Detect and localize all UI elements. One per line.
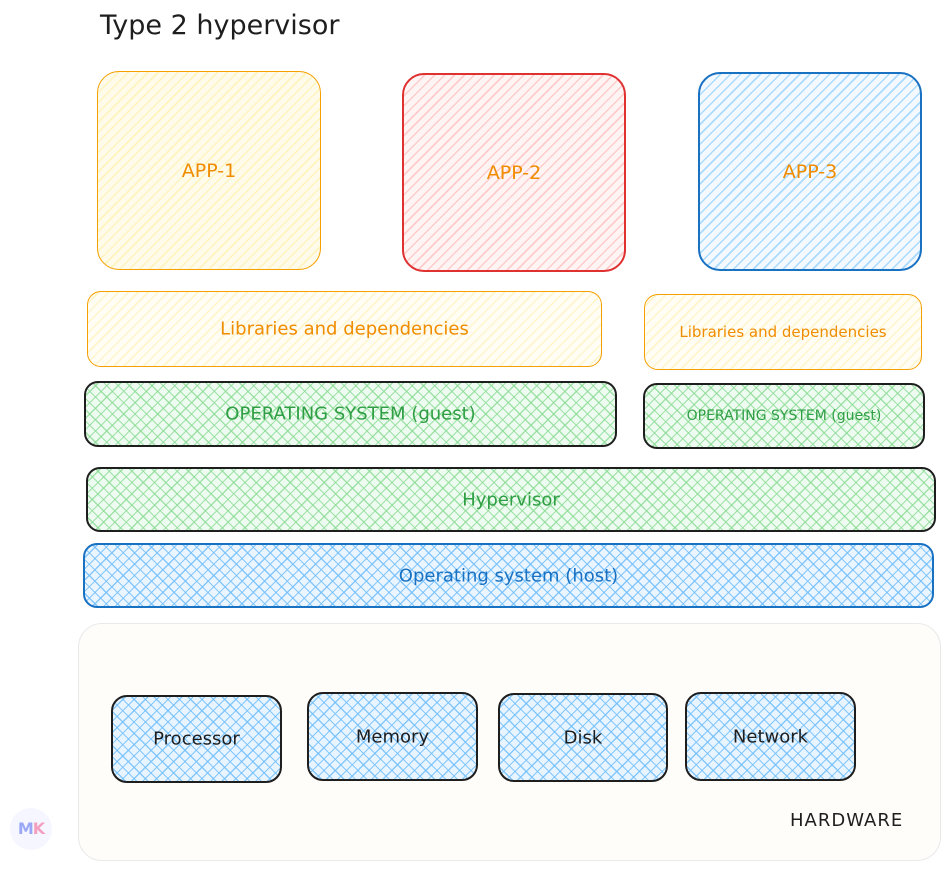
memory-box: Memory (307, 692, 478, 781)
host-os-box: Operating system (host) (83, 543, 934, 608)
network-box: Network (685, 692, 856, 781)
libraries-box-right: Libraries and dependencies (644, 294, 922, 370)
libraries-label-left: Libraries and dependencies (220, 318, 469, 340)
app-1-label: APP-1 (181, 159, 237, 182)
network-label: Network (732, 726, 809, 747)
disk-label: Disk (563, 727, 603, 748)
mk-logo-icon: MK (10, 808, 52, 850)
processor-label: Processor (153, 728, 240, 750)
hardware-label: HARDWARE (790, 810, 904, 831)
app-3-box: APP-3 (698, 72, 922, 271)
libraries-label-right: Libraries and dependencies (679, 323, 887, 341)
app-3-label: APP-3 (782, 160, 838, 183)
diagram-title: Type 2 hypervisor (100, 10, 340, 41)
guest-os-box-right: OPERATING SYSTEM (guest) (643, 383, 925, 449)
libraries-box-left: Libraries and dependencies (87, 291, 602, 367)
host-os-label: Operating system (host) (398, 565, 619, 586)
guest-os-box-left: OPERATING SYSTEM (guest) (84, 381, 617, 447)
hypervisor-label: Hypervisor (462, 489, 560, 510)
app-2-label: APP-2 (486, 161, 542, 184)
guest-os-label-left: OPERATING SYSTEM (guest) (225, 403, 476, 425)
guest-os-label-right: OPERATING SYSTEM (guest) (686, 408, 882, 424)
app-2-box: APP-2 (402, 73, 626, 272)
app-1-box: APP-1 (97, 71, 321, 270)
logo-letter-m: M (17, 819, 34, 838)
hypervisor-box: Hypervisor (86, 467, 936, 532)
memory-label: Memory (355, 726, 430, 747)
processor-box: Processor (111, 695, 282, 783)
logo-letter-k: K (32, 819, 45, 838)
disk-box: Disk (498, 693, 668, 782)
